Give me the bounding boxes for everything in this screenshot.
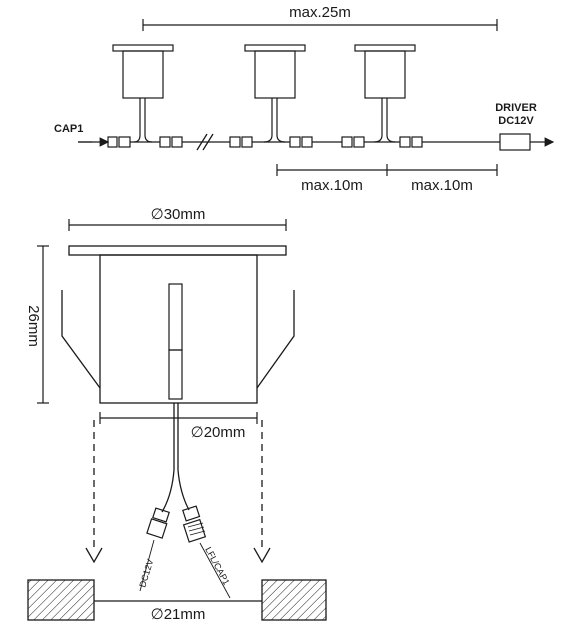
spring-clip-left — [61, 290, 101, 389]
cable-plug-dc — [146, 507, 170, 539]
lamp-fixture — [244, 44, 306, 143]
total-length-label: max.25m — [289, 4, 351, 21]
lamp-fixture — [112, 44, 174, 143]
hole-diameter-label: ∅21mm — [151, 606, 206, 623]
connector — [229, 136, 253, 148]
ground-right — [261, 579, 327, 621]
connector — [107, 136, 131, 148]
hole-diameter-dimension: ∅21mm — [94, 600, 262, 623]
fixture-detail: ∅30mm 26mm ∅20mm — [25, 206, 327, 623]
driver-unit: DRIVER DC12V — [495, 102, 537, 151]
connector — [289, 136, 313, 148]
cable-break-mark — [196, 133, 214, 151]
fixture-cables — [161, 403, 190, 513]
cable-connectors — [107, 136, 423, 148]
cable-plug-cap — [182, 505, 207, 543]
segment2-label: max.10m — [411, 177, 473, 194]
total-length-dimension: max.25m — [142, 4, 498, 31]
body-diameter-label: ∅20mm — [191, 424, 246, 441]
fixture-flange — [68, 245, 287, 256]
cable-label-lines — [139, 539, 231, 599]
input-label: CAP1 — [54, 123, 83, 135]
connector — [159, 136, 183, 148]
ground-left — [27, 579, 95, 621]
wiring-diagram: max.25m — [54, 4, 555, 194]
driver-voltage-label: DC12V — [498, 115, 534, 127]
fixture-center-rod — [168, 283, 183, 400]
driver-label: DRIVER — [495, 102, 537, 114]
lamp-fixture — [354, 44, 416, 143]
cable-dc-label: DC12V — [137, 558, 155, 589]
segment1-label: max.10m — [301, 177, 363, 194]
installation-guide-arrows — [85, 420, 271, 564]
height-label: 26mm — [25, 305, 42, 347]
height-dimension: 26mm — [25, 245, 49, 404]
cable-cap-label: LFL/CAP1 — [203, 545, 231, 586]
connector — [399, 136, 423, 148]
mounting-surface — [27, 579, 327, 621]
fixture-body — [99, 254, 258, 404]
spring-clip-right — [256, 290, 295, 389]
connector — [341, 136, 365, 148]
segment-dimensions: max.10m max.10m — [276, 164, 498, 194]
top-diameter-dimension: ∅30mm — [68, 206, 287, 231]
top-diameter-label: ∅30mm — [151, 206, 206, 223]
